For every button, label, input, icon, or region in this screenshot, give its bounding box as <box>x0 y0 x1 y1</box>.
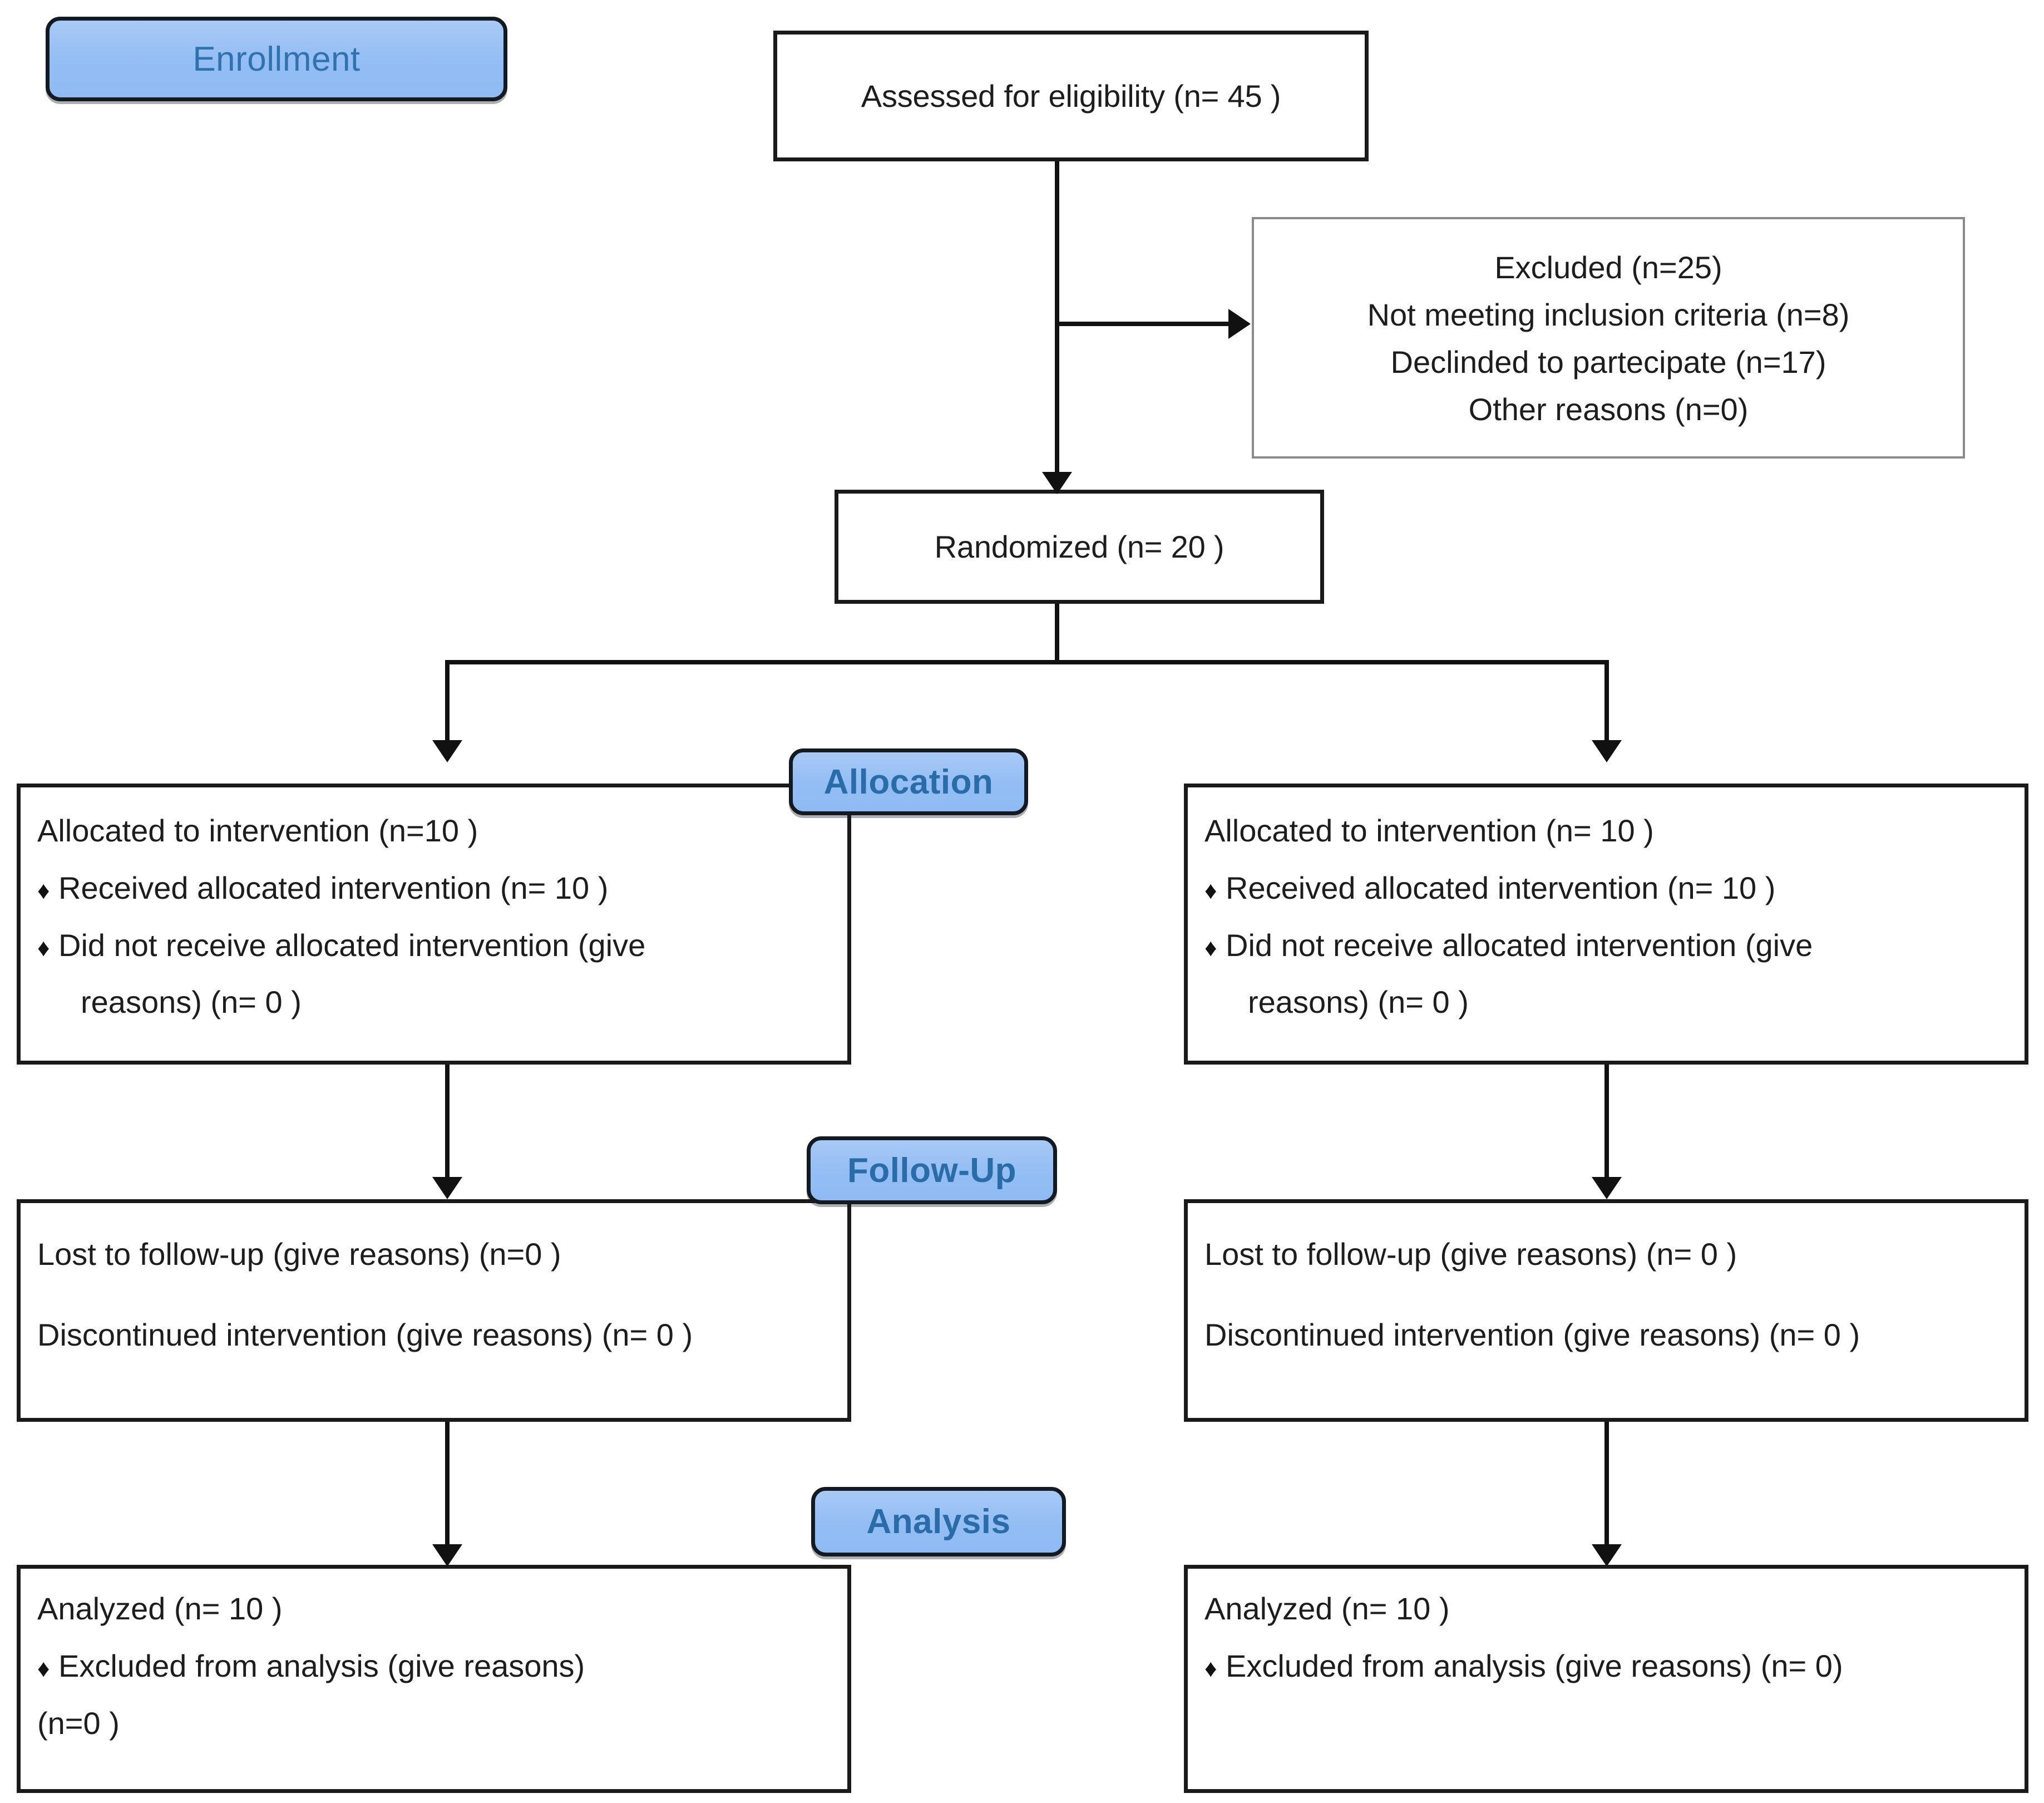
allocation-left-header: Allocated to intervention (n=10 ) <box>37 813 478 848</box>
stage-badge-allocation-label: Allocation <box>823 762 994 801</box>
followup-left-discontinued: Discontinued intervention (give reasons)… <box>37 1317 693 1352</box>
node-allocation-right-content: Allocated to intervention (n= 10 ) ♦ Rec… <box>1204 811 2012 1023</box>
allocation-right-bullet-1-text: Did not receive allocated intervention (… <box>1226 927 1813 963</box>
node-excluded: Excluded (n=25) Not meeting inclusion cr… <box>1252 217 1965 459</box>
arrowhead-analysis-right <box>1592 1544 1622 1566</box>
node-analysis-left-content: Analyzed (n= 10 ) ♦ Excluded from analys… <box>37 1589 835 1743</box>
node-allocation-right: Allocated to intervention (n= 10 ) ♦ Rec… <box>1184 784 2028 1065</box>
connector-alloc-left-to-followup-left <box>445 1065 450 1188</box>
analysis-right-bullet-text: Excluded from analysis (give reasons) (n… <box>1226 1648 1843 1683</box>
analysis-left-bullet-text: Excluded from analysis (give reasons) <box>58 1648 585 1683</box>
allocation-right-bullet-1: ♦ Did not receive allocated intervention… <box>1204 925 2012 966</box>
node-followup-right-content: Lost to follow-up (give reasons) (n= 0 )… <box>1204 1234 2012 1356</box>
followup-right-lost: Lost to follow-up (give reasons) (n= 0 ) <box>1204 1237 1737 1272</box>
connector-assessed-to-excluded <box>1055 322 1230 326</box>
connector-followup-left-to-analysis-left <box>445 1422 450 1555</box>
stage-badge-allocation: Allocation <box>789 748 1028 815</box>
node-analysis-right-content: Analyzed (n= 10 ) ♦ Excluded from analys… <box>1204 1589 2012 1687</box>
node-allocation-left-content: Allocated to intervention (n=10 ) ♦ Rece… <box>37 811 835 1023</box>
diamond-bullet-icon: ♦ <box>37 1654 50 1682</box>
allocation-right-bullet-0: ♦ Received allocated intervention (n= 10… <box>1204 868 2012 909</box>
diamond-bullet-icon: ♦ <box>37 934 50 962</box>
node-excluded-heading: Excluded (n=25) <box>1494 250 1722 285</box>
allocation-left-bullet-0: ♦ Received allocated intervention (n= 10… <box>37 868 835 909</box>
stage-badge-analysis: Analysis <box>811 1487 1066 1556</box>
diamond-bullet-icon: ♦ <box>37 876 50 904</box>
connector-randomized-down <box>1055 604 1059 664</box>
node-assessed-for-eligibility: Assessed for eligibility (n= 45 ) <box>773 31 1369 161</box>
connector-split-horizontal <box>445 660 1609 664</box>
node-analysis-right: Analyzed (n= 10 ) ♦ Excluded from analys… <box>1184 1565 2028 1793</box>
analysis-right-header: Analyzed (n= 10 ) <box>1204 1591 1450 1626</box>
node-assessed-label: Assessed for eligibility (n= 45 ) <box>861 78 1281 114</box>
analysis-left-bullet: ♦ Excluded from analysis (give reasons) <box>37 1646 835 1687</box>
followup-right-discontinued: Discontinued intervention (give reasons)… <box>1204 1317 1860 1352</box>
diamond-bullet-icon: ♦ <box>1204 934 1217 962</box>
arrowhead-to-randomized <box>1042 472 1072 494</box>
allocation-left-bullet-1: ♦ Did not receive allocated intervention… <box>37 925 835 966</box>
stage-badge-enrollment: Enrollment <box>46 17 507 101</box>
connector-followup-right-to-analysis-right <box>1604 1422 1609 1555</box>
node-followup-left: Lost to follow-up (give reasons) (n=0 ) … <box>17 1199 851 1422</box>
node-excluded-content: Excluded (n=25) Not meeting inclusion cr… <box>1254 244 1963 433</box>
node-followup-right: Lost to follow-up (give reasons) (n= 0 )… <box>1184 1199 2028 1422</box>
node-excluded-reason-2: Other reasons (n=0) <box>1468 392 1749 427</box>
arrowhead-followup-left <box>432 1177 462 1199</box>
allocation-left-bullet-0-text: Received allocated intervention (n= 10 ) <box>58 870 609 905</box>
node-allocation-left: Allocated to intervention (n=10 ) ♦ Rece… <box>17 784 851 1065</box>
stage-badge-enrollment-label: Enrollment <box>192 40 361 78</box>
allocation-right-header: Allocated to intervention (n= 10 ) <box>1204 813 1654 848</box>
connector-alloc-right-to-followup-right <box>1604 1065 1609 1188</box>
analysis-left-header: Analyzed (n= 10 ) <box>37 1591 283 1626</box>
analysis-left-continuation: (n=0 ) <box>37 1705 120 1741</box>
allocation-right-continuation: reasons) (n= 0 ) <box>1248 984 1469 1020</box>
node-randomized: Randomized (n= 20 ) <box>835 490 1324 604</box>
node-excluded-reason-0: Not meeting inclusion criteria (n=8) <box>1367 297 1850 333</box>
stage-badge-followup: Follow-Up <box>807 1136 1057 1204</box>
stage-badge-followup-label: Follow-Up <box>847 1151 1017 1190</box>
connector-split-left-down <box>445 660 450 755</box>
connector-split-right-down <box>1604 660 1609 755</box>
diamond-bullet-icon: ♦ <box>1204 876 1217 904</box>
diamond-bullet-icon: ♦ <box>1204 1654 1217 1682</box>
allocation-right-bullet-0-text: Received allocated intervention (n= 10 ) <box>1226 870 1776 905</box>
arrowhead-split-left <box>432 740 462 762</box>
allocation-left-bullet-1-text: Did not receive allocated intervention (… <box>58 927 646 963</box>
analysis-right-bullet: ♦ Excluded from analysis (give reasons) … <box>1204 1646 2012 1687</box>
followup-left-lost: Lost to follow-up (give reasons) (n=0 ) <box>37 1237 561 1272</box>
arrowhead-split-right <box>1592 740 1622 762</box>
arrowhead-to-excluded <box>1228 309 1251 339</box>
allocation-left-continuation: reasons) (n= 0 ) <box>81 984 302 1020</box>
node-randomized-label: Randomized (n= 20 ) <box>934 529 1225 564</box>
arrowhead-analysis-left <box>432 1544 462 1566</box>
node-analysis-left: Analyzed (n= 10 ) ♦ Excluded from analys… <box>17 1565 851 1793</box>
arrowhead-followup-right <box>1592 1177 1622 1199</box>
node-excluded-reason-1: Declinded to partecipate (n=17) <box>1390 344 1826 380</box>
stage-badge-analysis-label: Analysis <box>866 1502 1011 1541</box>
node-followup-left-content: Lost to follow-up (give reasons) (n=0 ) … <box>37 1234 835 1356</box>
